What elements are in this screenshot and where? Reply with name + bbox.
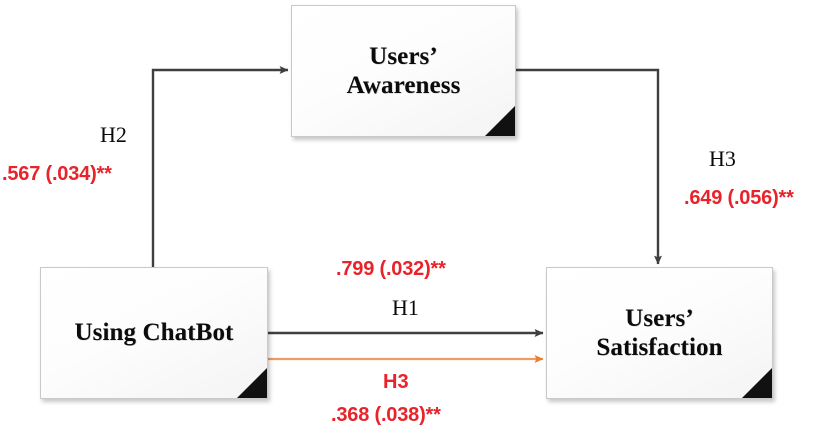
node-users-awareness-label: Users’ Awareness xyxy=(347,42,461,101)
edge-label-h1-hypothesis: H1 xyxy=(392,295,419,320)
node-users-satisfaction[interactable]: Users’ Satisfaction xyxy=(546,267,773,399)
node-using-chatbot[interactable]: Using ChatBot xyxy=(40,267,268,399)
edge-h3-top-path xyxy=(516,68,662,265)
edge-label-h3-top-hypothesis: H3 xyxy=(709,146,736,171)
edge-h2-path xyxy=(151,66,289,268)
corner-fold-icon xyxy=(485,106,515,136)
node-using-chatbot-label: Using ChatBot xyxy=(74,319,234,347)
node-users-awareness-line2: Awareness xyxy=(346,72,461,99)
node-users-awareness-line1: Users’ xyxy=(369,42,438,70)
edge-label-h3-top-coefficient: .649 (.056)** xyxy=(684,187,794,209)
edge-label-h3-bottom-coefficient: .368 (.038)** xyxy=(331,404,441,426)
edge-label-h1-coefficient: .799 (.032)** xyxy=(336,258,446,280)
corner-fold-icon xyxy=(237,368,267,398)
corner-fold-icon xyxy=(742,368,772,398)
node-users-satisfaction-line2: Satisfaction xyxy=(596,334,723,361)
edge-label-h2-coefficient: .567 (.034)** xyxy=(2,163,112,185)
edge-label-h3-bottom-hypothesis: H3 xyxy=(383,371,409,393)
node-users-satisfaction-line1: Users’ xyxy=(625,304,694,332)
node-users-awareness[interactable]: Users’ Awareness xyxy=(291,5,516,137)
edge-label-h2-hypothesis: H2 xyxy=(100,122,127,147)
node-users-satisfaction-label: Users’ Satisfaction xyxy=(596,304,722,363)
